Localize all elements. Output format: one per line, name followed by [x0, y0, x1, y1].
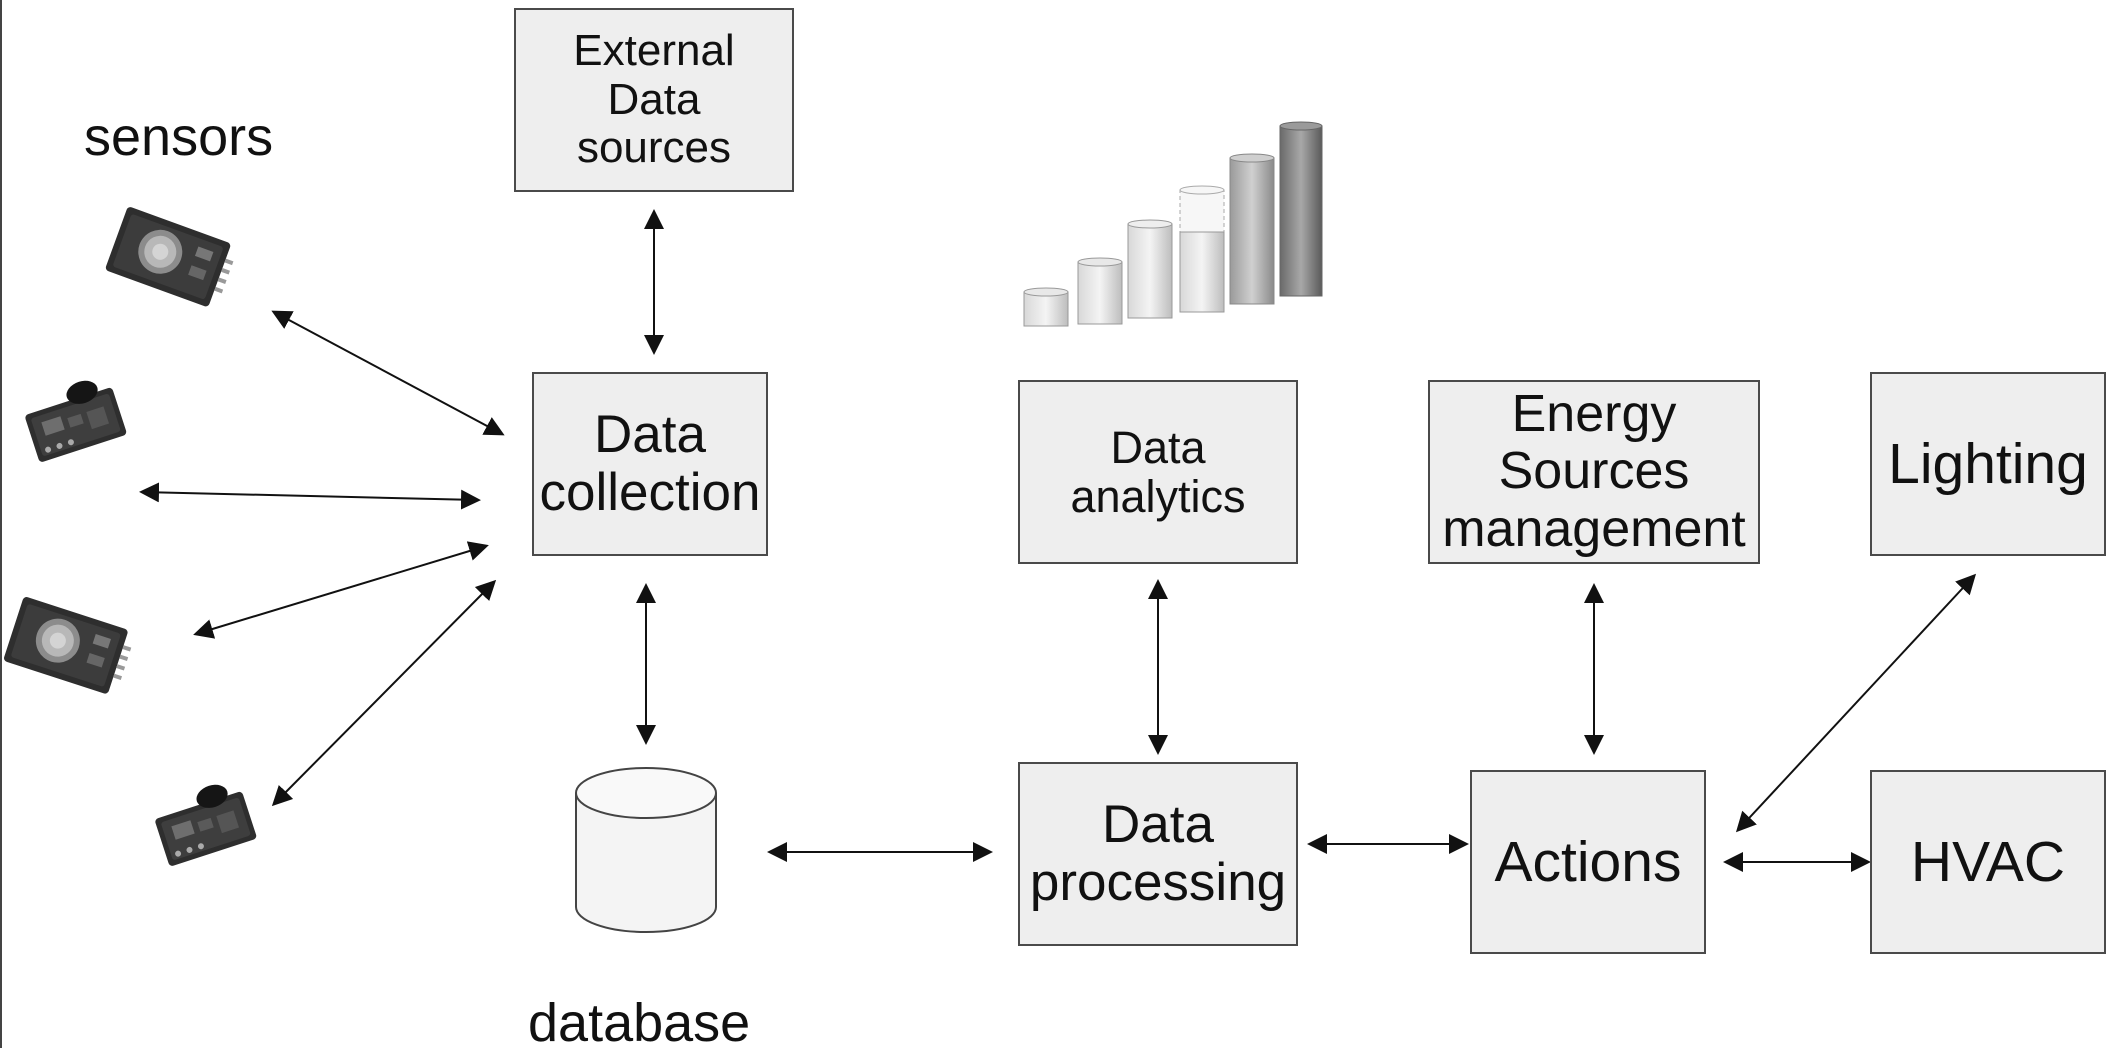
sensor-board-icon [19, 372, 128, 463]
sensor-board-icon [2, 596, 137, 698]
data-processing-box: Data processing [1018, 762, 1298, 946]
sensors-label: sensors [84, 107, 274, 167]
lighting-box: Lighting [1870, 372, 2106, 556]
external-data-sources-box: External Data sources [514, 8, 794, 192]
data-analytics-box: Data analytics [1018, 380, 1298, 564]
data-processing-label: Data processing [1029, 794, 1287, 912]
edge-sensor3-collection [193, 541, 489, 639]
energy-sources-management-box: Energy Sources management [1428, 380, 1760, 564]
connectors [139, 209, 1977, 872]
bar-chart-icon [1023, 121, 1323, 327]
edge-sensor4-collection [271, 579, 497, 807]
energy-sources-management-label: Energy Sources management [1442, 385, 1746, 558]
lighting-label: Lighting [1888, 431, 2088, 496]
data-collection-box: Data collection [532, 372, 768, 556]
sensor-board-icon [104, 206, 239, 311]
actions-label: Actions [1494, 829, 1682, 894]
edge-lighting-actions [1735, 573, 1977, 833]
actions-box: Actions [1470, 770, 1706, 954]
database-label: database [528, 993, 751, 1053]
data-collection-label: Data collection [539, 404, 761, 522]
sensor-board-icon [149, 776, 258, 867]
edge-sensor2-collection [139, 482, 481, 510]
hvac-label: HVAC [1910, 829, 2066, 894]
external-data-sources-label: External Data sources [573, 26, 735, 173]
hvac-box: HVAC [1870, 770, 2106, 954]
data-analytics-label: Data analytics [1070, 421, 1246, 522]
edge-sensor1-collection [271, 310, 505, 436]
database-cylinder-icon [575, 767, 717, 933]
